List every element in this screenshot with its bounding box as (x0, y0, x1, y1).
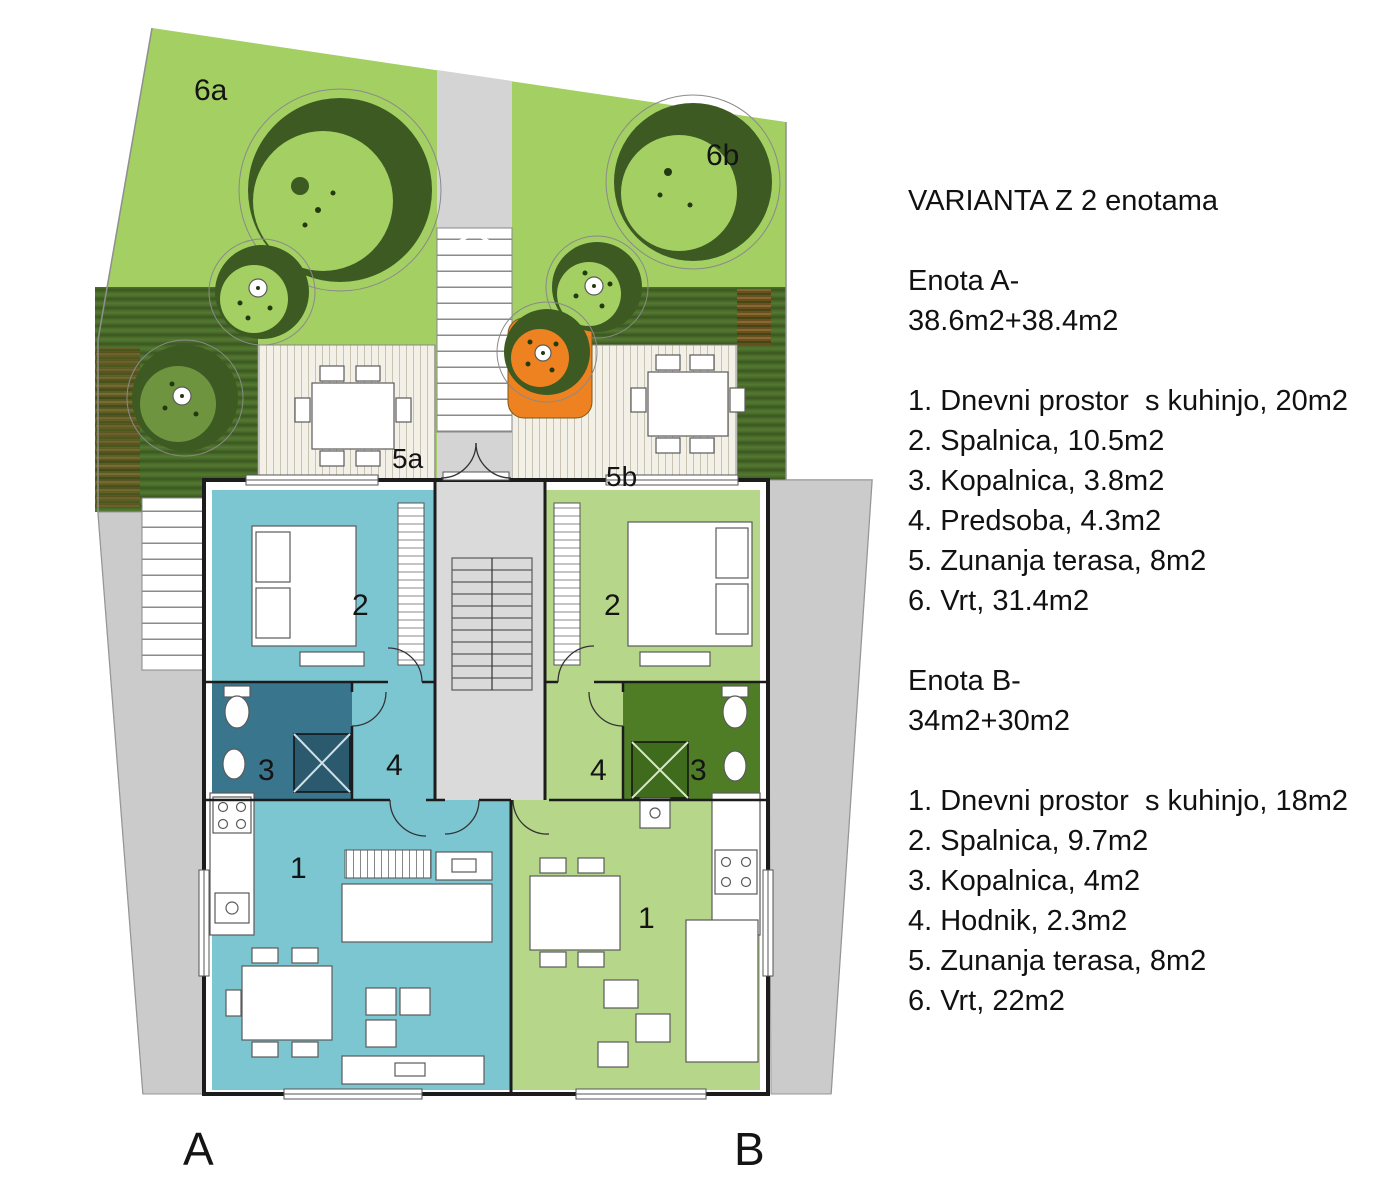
label-a-living: 1 (290, 852, 307, 885)
unit-a-room-list: 1. Dnevni prostor s kuhinjo, 20m2 2. Spa… (908, 381, 1374, 621)
label-a-hall: 4 (386, 749, 403, 782)
tree (545, 235, 649, 339)
room-item: 3. Kopalnica, 3.8m2 (908, 465, 1165, 497)
kitchen-a (209, 792, 255, 936)
tree (208, 238, 316, 346)
label-terrace-b: 5b (606, 461, 637, 492)
tree (496, 301, 598, 403)
closet-b (553, 502, 581, 666)
label-unit-b: B (734, 1123, 765, 1175)
floor-plan: 6a 6b 5a 5b 2 3 4 1 2 4 3 1 A B (95, 27, 873, 1175)
tree (126, 339, 244, 457)
unit-a-hall (352, 682, 435, 800)
unit-a-summary: Enota A- 38.6m2+38.4m2 (908, 261, 1374, 341)
label-unit-a: A (183, 1123, 214, 1175)
bath-a-fixtures (222, 685, 351, 793)
unit-b-name: Enota B- (908, 665, 1021, 697)
staircase (451, 557, 533, 691)
bed-b (627, 521, 753, 667)
label-a-bedroom: 2 (352, 589, 369, 622)
label-garden-b: 6b (706, 139, 739, 172)
side-steps (141, 497, 205, 671)
closet-a (397, 502, 425, 666)
room-item: 5. Zunanja terasa, 8m2 (908, 945, 1207, 977)
building (198, 442, 774, 1100)
label-a-bath: 3 (258, 754, 275, 787)
sofa-b (597, 919, 759, 1068)
terrace-table-b (630, 354, 746, 454)
label-b-living: 1 (638, 902, 655, 935)
tree (238, 88, 442, 292)
unit-walls (433, 480, 547, 1094)
label-b-bath: 3 (690, 754, 707, 787)
stair-core (435, 482, 545, 800)
room-walls (204, 680, 768, 802)
room-item: 2. Spalnica, 10.5m2 (908, 425, 1165, 457)
pavement (97, 479, 873, 1095)
terrace-table-a (294, 365, 412, 467)
path-arrow (444, 231, 505, 252)
dining-b (529, 857, 621, 968)
hedge-right (560, 287, 786, 480)
garden-path (436, 70, 513, 480)
label-terrace-a: 5a (392, 443, 424, 474)
doors (351, 442, 624, 837)
label-b-hall: 4 (590, 754, 607, 787)
unit-a-name: Enota A- (908, 265, 1020, 297)
legend-panel: VARIANTA Z 2 enotama Enota A- 38.6m2+38.… (908, 181, 1374, 1021)
room-item: 4. Hodnik, 2.3m2 (908, 905, 1128, 937)
room-item: 3. Kopalnica, 4m2 (908, 865, 1141, 897)
unit-b-room-list: 1. Dnevni prostor s kuhinjo, 18m2 2. Spa… (908, 781, 1374, 1021)
terrace-a (257, 344, 436, 481)
label-garden-a: 6a (194, 74, 228, 107)
windows (198, 474, 774, 1100)
label-b-bedroom: 2 (604, 589, 621, 622)
room-item: 6. Vrt, 31.4m2 (908, 585, 1090, 617)
tree (605, 94, 781, 270)
unit-b-hall (545, 682, 623, 800)
legend-title: VARIANTA Z 2 enotama (908, 185, 1218, 217)
sofa-a (341, 849, 493, 1085)
unit-b-summary: Enota B- 34m2+30m2 (908, 661, 1374, 741)
room-item: 1. Dnevni prostor s kuhinjo, 20m2 (908, 385, 1349, 417)
unit-b-area: 34m2+30m2 (908, 705, 1071, 737)
bed-a (251, 525, 365, 667)
room-item: 4. Predsoba, 4.3m2 (908, 505, 1162, 537)
room-item: 1. Dnevni prostor s kuhinjo, 18m2 (908, 785, 1349, 817)
kitchen-b (639, 792, 761, 936)
room-item: 6. Vrt, 22m2 (908, 985, 1065, 1017)
dining-a (225, 947, 333, 1058)
unit-a-area: 38.6m2+38.4m2 (908, 305, 1119, 337)
room-item: 5. Zunanja terasa, 8m2 (908, 545, 1207, 577)
room-item: 2. Spalnica, 9.7m2 (908, 825, 1149, 857)
